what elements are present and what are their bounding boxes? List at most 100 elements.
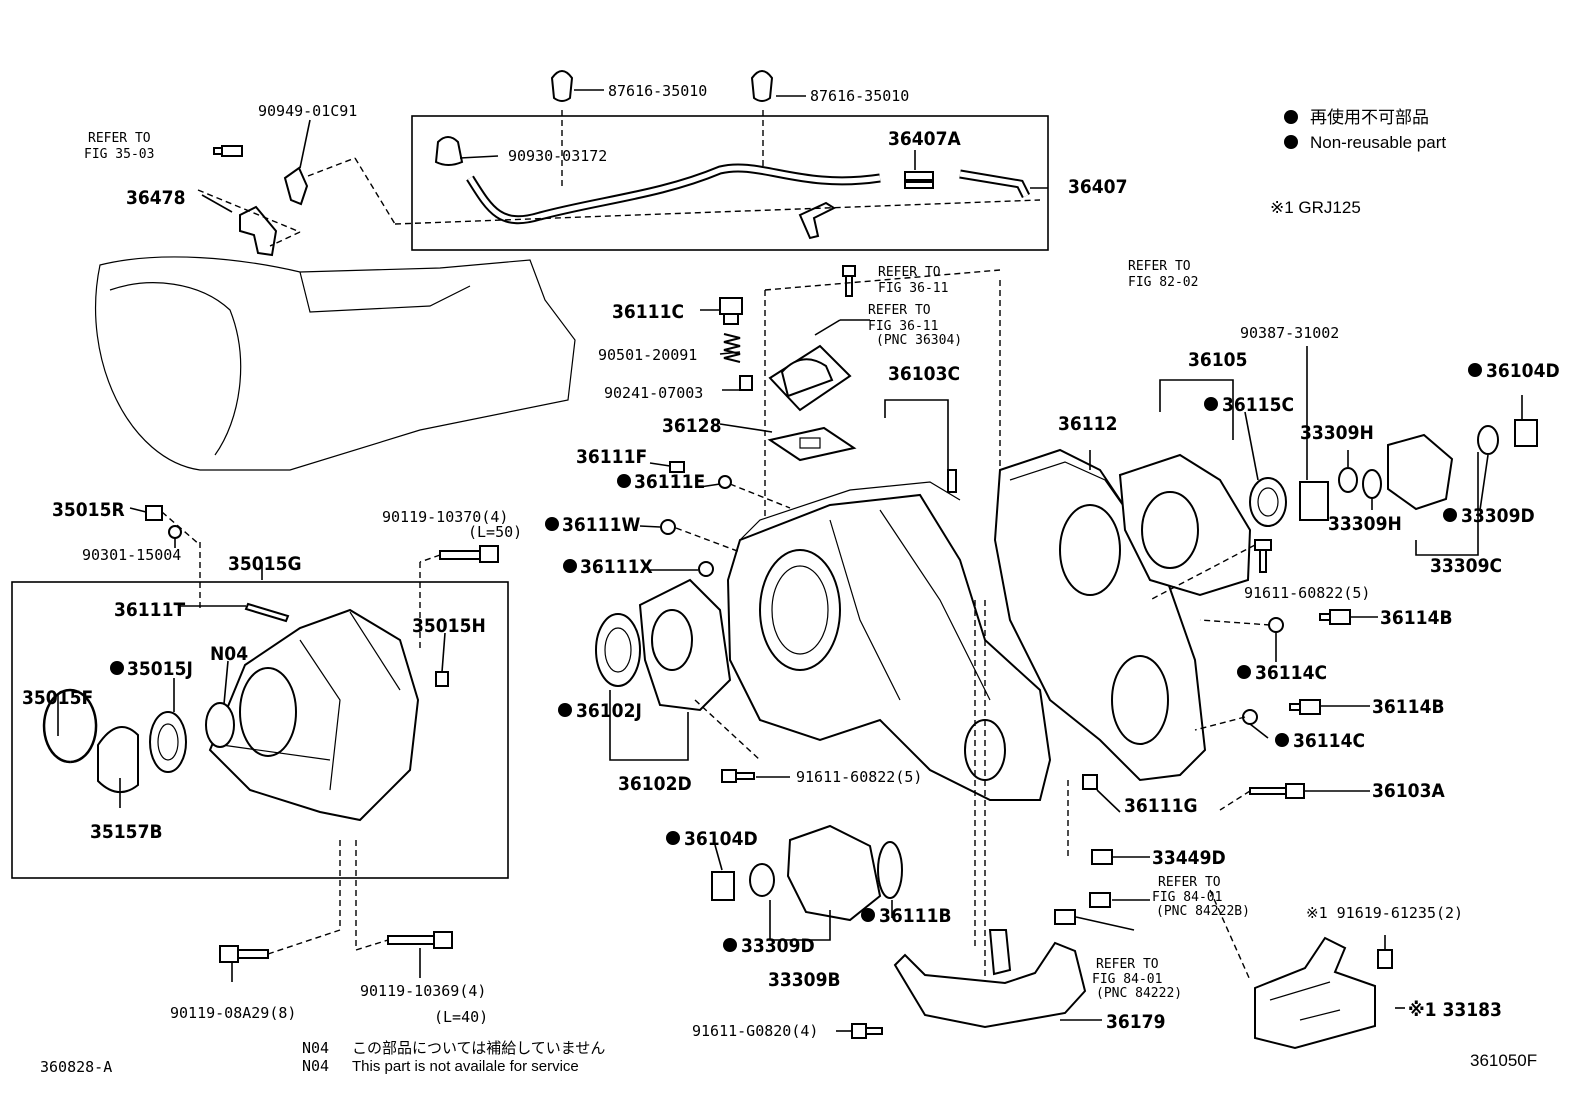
label-36111X: 36111X [580,556,653,578]
refer-36-11-pnc-line1: REFER TO [868,303,931,318]
label-36102D: 36102D [618,773,692,795]
label-35015G: 35015G [228,553,302,575]
note-n04-text-en: This part is not availale for service [352,1058,579,1075]
label-36478: 36478 [126,187,185,209]
legend: 再使用不可部品 Non-reusable part ※1 GRJ125 [1270,107,1446,217]
note-n04-code-ja: N04 [302,1039,329,1057]
bolt-36111F-icon [669,461,685,473]
bolt-84-01b-icon [1054,909,1076,925]
transfer-case-housing [595,346,1538,801]
bolt-90119-10369-icon [387,931,453,949]
engine-mount-icon [1254,936,1376,1050]
bolt-84-01-icon [1089,892,1111,908]
label-33309H-bottom: 33309H [1328,513,1402,535]
label-90930-03172: 90930-03172 [508,147,607,165]
refer-84-01-a-line1: REFER TO [1158,875,1221,890]
label-33309C: 33309C [1430,555,1502,577]
non-reusable-bullet-icon [558,703,572,717]
label-36114B-bottom: 36114B [1372,696,1445,718]
legend-non-reusable-ja: 再使用不可部品 [1310,107,1429,127]
nut-36104D-r-icon [1514,419,1538,447]
washer-33309D-l-icon [749,863,775,897]
label-90119-08A29: 90119-08A29(8) [170,1004,296,1022]
refer-36-11-pnc-line2: FIG 36-11 [868,319,938,334]
label-36112: 36112 [1058,413,1117,435]
label-35015J: 35015J [127,658,193,680]
label-35015H: 35015H [412,615,486,637]
breather-hose-group [411,70,1049,251]
spacer-90387-icon [1299,481,1329,521]
label-36111B: 36111B [879,905,952,927]
label-36114C-top: 36114C [1255,662,1327,684]
label-36103C: 36103C [888,363,960,385]
label-36111F: 36111F [576,446,647,468]
note-n04-text-ja: この部品については補給していません [352,1040,605,1057]
part-labels: 87616-35010 87616-35010 90949-01C91 9093… [22,82,1560,1040]
washer-33309H-icon [1338,467,1358,493]
front-flange-icon [786,824,882,922]
bolt-33449D-icon [1091,849,1113,865]
mount-33183 [1209,889,1405,1050]
bearing-36115C-icon [1249,477,1287,527]
spring-90501-icon [723,333,741,363]
hose-elbow-icon [798,201,837,240]
gasket-36128-icon [767,426,857,462]
label-36179: 36179 [1106,1011,1165,1033]
non-reusable-bullet-icon [1204,397,1218,411]
label-33309D-right: 33309D [1461,505,1535,527]
hose-clip-icon [750,70,774,102]
label-91611-60822-a: 91611-60822(5) [796,768,922,786]
label-N04: N04 [210,643,248,665]
legend-non-reusable-en: Non-reusable part [1310,133,1446,152]
snap-ring-35015F-icon [42,688,98,764]
protector-36179-icon [893,941,1087,1029]
label-90501-20091: 90501-20091 [598,346,697,364]
legend-model-note: ※1 GRJ125 [1270,198,1361,217]
gasket-36111X-icon [698,561,714,577]
gasket-36114C-icon [1242,709,1258,725]
label-36114B-top: 36114B [1380,607,1453,629]
label-36114C-bottom: 36114C [1293,730,1365,752]
hose-clip-icon [550,70,574,102]
diagram-id: 360828-A [40,1058,112,1076]
lower-fasteners [694,280,1150,1005]
label-33309D-left: 33309D [741,935,815,957]
label-90119-10369: 90119-10369(4) [360,982,486,1000]
oil-seal-36111B-icon [877,841,903,899]
non-reusable-bullet-icon [1237,665,1251,679]
bracket-icon [239,205,278,257]
figure-code: 361050F [1470,1051,1537,1070]
non-reusable-bullet-icon [545,517,559,531]
refer-35-03-line2: FIG 35-03 [84,147,154,162]
label-36104D-right: 36104D [1486,360,1560,382]
non-reusable-bullet-icon [563,559,577,573]
breather-plug-icon [434,136,464,166]
label-36105: 36105 [1188,349,1247,371]
dust-cover-35157B-icon [97,726,139,793]
extension-housing-group [11,542,509,950]
hose-assembly-frame [411,115,1049,251]
label-35015R: 35015R [52,499,125,521]
oil-seal-36102J-icon [595,613,641,687]
refer-36-11-line2: FIG 36-11 [878,281,948,296]
plug-36111C-icon [719,297,743,325]
refer-36-11-line1: REFER TO [878,265,941,280]
label-90119-10369-length: (L=40) [434,1008,488,1026]
gasket-36111W-icon [660,519,676,535]
transmission-outline [95,256,576,471]
bolt-91611-60822-icon [721,769,755,783]
nut-36104D-l-icon [711,871,735,901]
housing-bolts [129,505,499,982]
bolt-36114B-icon [1289,699,1321,715]
non-reusable-bullet-icon [110,661,124,675]
bracket-36179 [836,929,1102,1039]
refer-84-01-a-line3: (PNC 84222B) [1156,904,1250,919]
label-90387-31002: 90387-31002 [1240,324,1339,342]
washer-33309D-r-icon [1477,425,1499,455]
refer-84-01-b-line3: (PNC 84222) [1096,986,1182,1001]
pin-36111T-icon [244,602,290,623]
refer-84-01-a-line2: FIG 84-01 [1152,890,1222,905]
bolt-icon [213,145,243,157]
label-36115C: 36115C [1222,394,1294,416]
non-reusable-bullet-icon [723,938,737,952]
